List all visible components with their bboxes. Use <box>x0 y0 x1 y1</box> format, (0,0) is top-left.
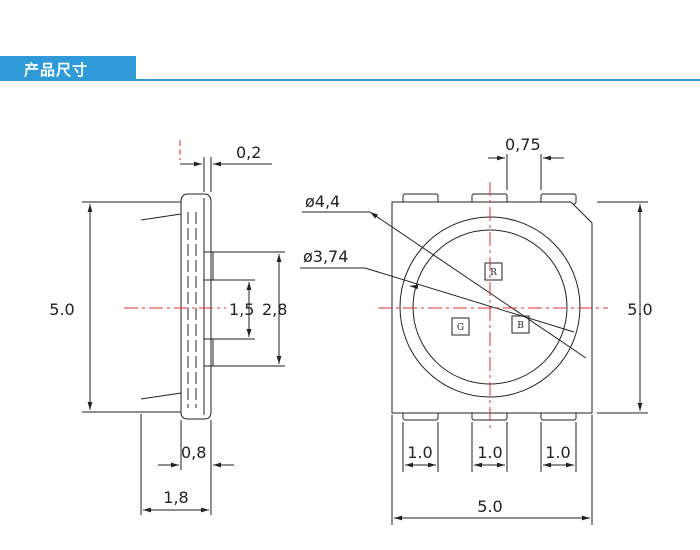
dim-top-width: 5.0 <box>477 497 502 516</box>
dim-side-height: 5.0 <box>49 300 74 319</box>
section-header-bar <box>0 56 136 80</box>
header-underline <box>0 79 700 81</box>
dim-outer-diameter: ø4,4 <box>305 192 340 211</box>
dim-pad-left: 1.0 <box>407 443 432 462</box>
side-bevel-top <box>140 213 182 221</box>
dim-lead-width: 0,8 <box>181 443 206 462</box>
chip-label-green: G <box>457 323 464 333</box>
chip-red <box>484 262 503 281</box>
dim-pad-right: 1.0 <box>545 443 570 462</box>
chip-label-blue: B <box>517 321 524 331</box>
dim-inner-height: 2,8 <box>262 300 287 319</box>
dim-pad-pitch: 0,75 <box>505 135 541 154</box>
dim-pad-mid: 1.0 <box>477 443 502 462</box>
side-view <box>82 157 285 515</box>
dim-inner-diameter: ø3,74 <box>303 247 348 266</box>
side-tab-bottom <box>204 338 214 367</box>
side-bevel-bottom <box>140 392 182 400</box>
top-view <box>300 154 648 525</box>
chip-label-red: R <box>490 268 497 278</box>
dim-window: 1,5 <box>229 300 254 319</box>
side-body <box>141 201 182 413</box>
dim-depth: 1,8 <box>163 488 188 507</box>
dim-top-height: 5.0 <box>627 300 652 319</box>
dim-lead-thickness: 0,2 <box>236 143 261 162</box>
side-lead <box>180 193 212 420</box>
section-title: 产品尺寸 <box>24 61 89 79</box>
chip-green <box>451 317 470 336</box>
side-tab-top <box>204 251 214 281</box>
